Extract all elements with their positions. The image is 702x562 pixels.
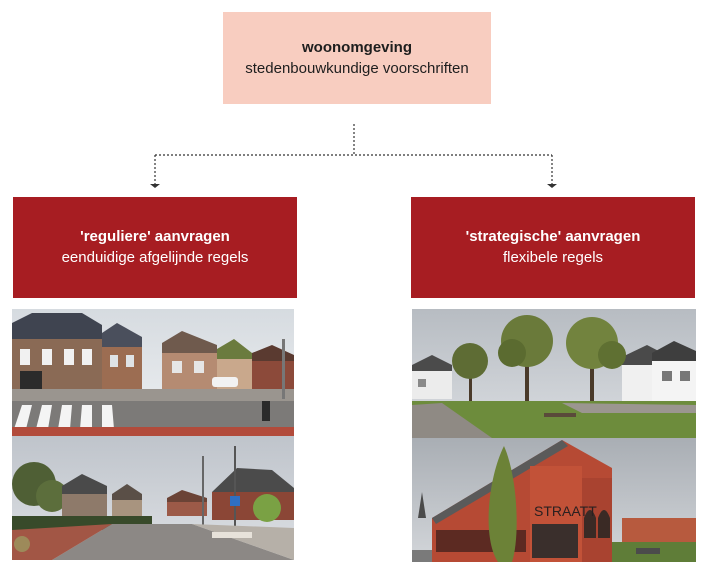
regular-title: 'reguliere' aanvragen <box>80 228 230 245</box>
photo-strategic-square <box>412 309 696 438</box>
strategic-requests-box: 'strategische' aanvragen flexibele regel… <box>411 197 695 298</box>
strategic-title: 'strategische' aanvragen <box>465 228 641 245</box>
regular-requests-box: 'reguliere' aanvragen eenduidige afgelij… <box>13 197 297 298</box>
arrow-right <box>547 184 557 188</box>
building-sign: STRAATT <box>534 503 597 519</box>
regular-subtitle: eenduidige afgelijnde regels <box>61 249 249 266</box>
root-subtitle: stedenbouwkundige voorschriften <box>245 59 469 77</box>
root-box: woonomgeving stedenbouwkundige voorschri… <box>223 12 491 104</box>
root-title: woonomgeving <box>302 38 412 56</box>
arrow-left <box>150 184 160 188</box>
photo-strategic-building: STRAATT <box>412 438 696 562</box>
strategic-subtitle: flexibele regels <box>502 249 604 266</box>
photo-regular-street <box>12 436 294 560</box>
photo-regular-houses <box>12 309 294 436</box>
